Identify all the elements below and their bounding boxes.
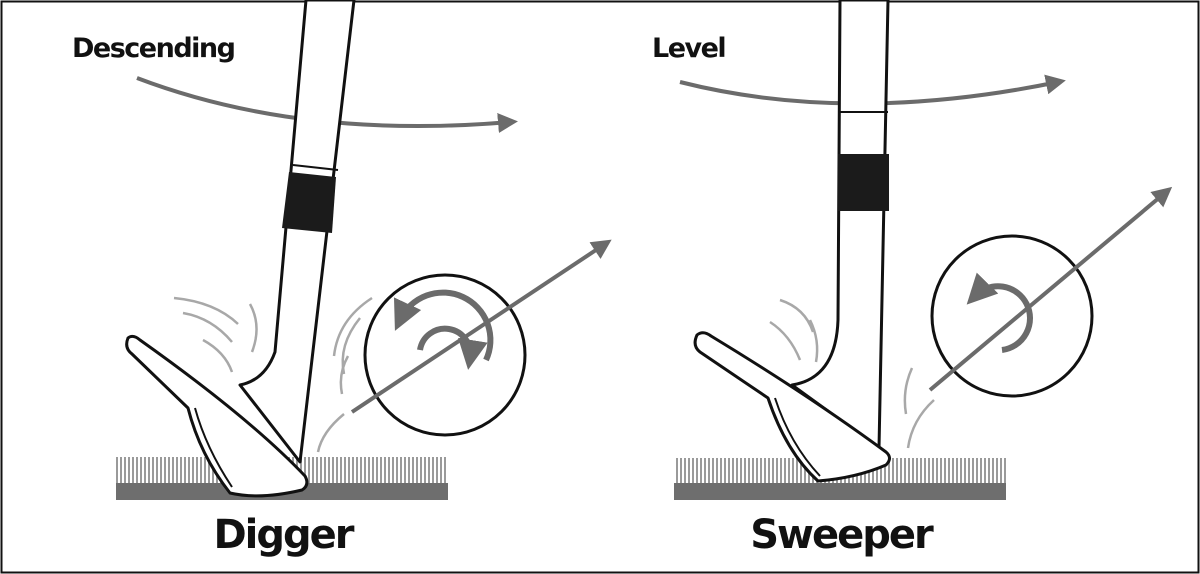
club-shaft bbox=[238, 0, 356, 464]
debris-marks bbox=[769, 298, 935, 449]
club-head-edge bbox=[774, 397, 821, 477]
swing-label: Descending bbox=[72, 33, 235, 64]
launch-direction-arrow bbox=[928, 186, 1173, 392]
club-head-edge bbox=[194, 407, 233, 488]
club-head bbox=[125, 334, 309, 498]
ball-spin-circle bbox=[363, 273, 527, 437]
type-label: Sweeper bbox=[750, 512, 934, 558]
club-head bbox=[693, 331, 891, 483]
debris-marks bbox=[173, 296, 373, 453]
ferrule-line bbox=[292, 164, 339, 171]
panel-sweeper: Level Sweeper bbox=[652, 0, 1173, 558]
type-label: Digger bbox=[213, 512, 354, 558]
swing-label: Level bbox=[652, 33, 725, 64]
ball-spin-circle bbox=[930, 234, 1094, 398]
club-shaft bbox=[790, 0, 890, 450]
backspin-inner-arrow bbox=[417, 325, 488, 370]
panel-digger: Descending Digger bbox=[72, 0, 612, 558]
launch-direction-arrow bbox=[350, 239, 612, 414]
hosel-band bbox=[282, 172, 336, 233]
turf-bar bbox=[674, 483, 1006, 500]
hosel-band bbox=[838, 154, 889, 211]
spin-arrow bbox=[966, 272, 1033, 353]
backspin-outer-arrow bbox=[394, 289, 494, 362]
